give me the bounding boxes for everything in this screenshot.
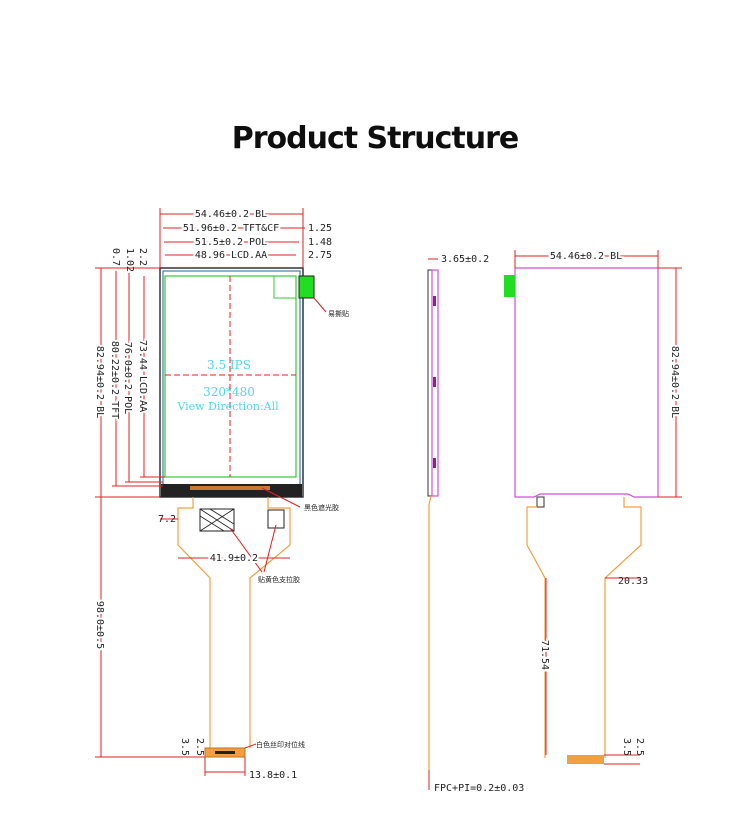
side-view: 3.65±0.2 FPC+PI=0.2±0.03 <box>427 254 524 794</box>
dim-tft-width: 51.96±0.2 TFT&CF <box>183 223 279 234</box>
dim-tail-width: 13.8±0.1 <box>249 770 297 781</box>
dim-aa-width: 48.96 LCD.AA <box>195 250 267 261</box>
view-direction-text: View Direction:All <box>176 400 279 413</box>
tft-outline <box>162 270 301 487</box>
dim-1-48: 1.48 <box>308 237 332 248</box>
side-fpc <box>428 495 432 770</box>
dim-back-fpc-length: 71.54 <box>539 640 550 670</box>
dim-tft-height: 80.22±0.2 TFT <box>109 341 120 419</box>
back-fpc-outline <box>526 497 642 758</box>
dim-back-tail-2-5: 2.5 <box>634 738 645 756</box>
dim-back-fpc-width: 20.33 <box>618 576 648 587</box>
easy-tear-tab <box>298 275 315 299</box>
dim-0-7: 0.7 <box>110 248 121 266</box>
connector-pad <box>267 509 285 529</box>
dim-bl-height: 82.94±0.2 BL <box>94 346 105 418</box>
note-white-line: 白色丝印对位线 <box>256 740 305 749</box>
active-area-corner <box>273 275 297 299</box>
dim-thickness: 3.65±0.2 <box>441 254 489 265</box>
page-title: Product Structure <box>232 121 519 156</box>
dim-2-2: 2.2 <box>137 248 148 266</box>
dim-back-height: 82.94±0.2 BL <box>669 346 680 418</box>
dim-pol-width: 51.5±0.2 POL <box>195 237 267 248</box>
screen-size-text: 3.5 IPS <box>207 358 251 372</box>
dim-back-tail-3-5: 3.5 <box>621 738 632 756</box>
dim-1-02: 1.02 <box>124 248 135 272</box>
dim-pol-height: 76.0±0.2 POL <box>122 342 133 414</box>
dim-1-25: 1.25 <box>308 223 332 234</box>
back-backlight <box>514 267 659 498</box>
resolution-text: 320*480 <box>203 385 255 399</box>
note-black-tape: 黑色遮光胶 <box>304 503 339 512</box>
dim-tail-3-5: 3.5 <box>179 738 190 756</box>
back-view: 54.46±0.2 BL 82.94±0.2 BL 20.33 71.54 3.… <box>504 249 682 765</box>
backlight-outline <box>159 267 304 498</box>
dim-fpc-thickness: FPC+PI=0.2±0.03 <box>434 783 524 794</box>
front-view: 易撕贴 3.5 IPS 320*480 View Direction:All 黑… <box>92 207 349 781</box>
dim-fpc-width: 41.9±0.2 <box>210 553 258 564</box>
dim-7-2: 7.2 <box>158 514 176 525</box>
dim-aa-height: 73.44 LCD.AA <box>137 340 148 412</box>
black-bezel <box>161 484 302 497</box>
dim-fpc-length: 98.0±0.5 <box>94 601 105 649</box>
side-backlight <box>431 269 439 497</box>
dim-bl-width: 54.46±0.2 BL <box>195 209 267 220</box>
note-yellow-tape: 贴黄色支拉胶 <box>258 575 300 584</box>
dim-2-75: 2.75 <box>308 250 332 261</box>
back-fpc-tail <box>567 755 604 764</box>
back-tab <box>504 275 515 297</box>
dim-tail-2-5: 2.5 <box>194 738 205 756</box>
note-easy-tear: 易撕贴 <box>328 309 349 318</box>
fpc-outline <box>177 497 291 748</box>
dim-back-width: 54.46±0.2 BL <box>550 251 622 262</box>
